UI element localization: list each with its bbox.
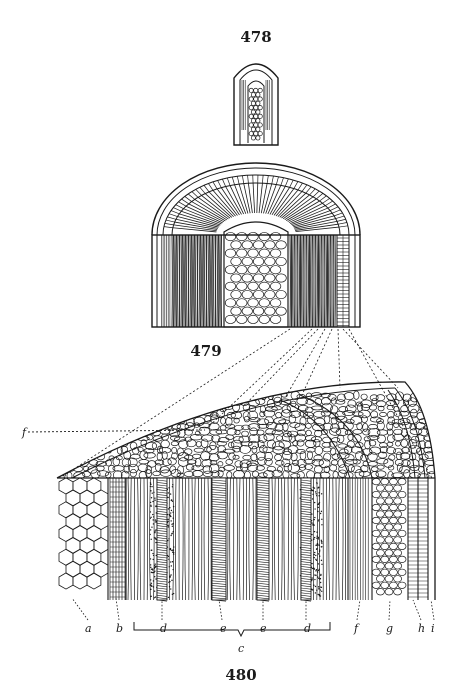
label-f-side: f (21, 426, 28, 439)
label-d-right: d (304, 622, 311, 635)
label-h: h (418, 622, 425, 635)
figure-480-number: 480 (225, 666, 256, 684)
label-a: a (85, 622, 92, 635)
label-b: b (116, 622, 123, 635)
label-d-left: d (160, 622, 167, 635)
label-e-left: e (220, 622, 227, 635)
label-g: g (386, 622, 393, 635)
figure-478-drawing (234, 64, 278, 145)
label-c: c (238, 642, 244, 655)
figure-479-drawing (152, 163, 360, 327)
label-f: f (353, 622, 360, 635)
label-i: i (431, 622, 435, 635)
figure-479-number: 479 (190, 342, 221, 360)
figure-478-number: 478 (240, 28, 271, 46)
label-e-right: e (260, 622, 267, 635)
figure-480-drawing (28, 382, 436, 636)
